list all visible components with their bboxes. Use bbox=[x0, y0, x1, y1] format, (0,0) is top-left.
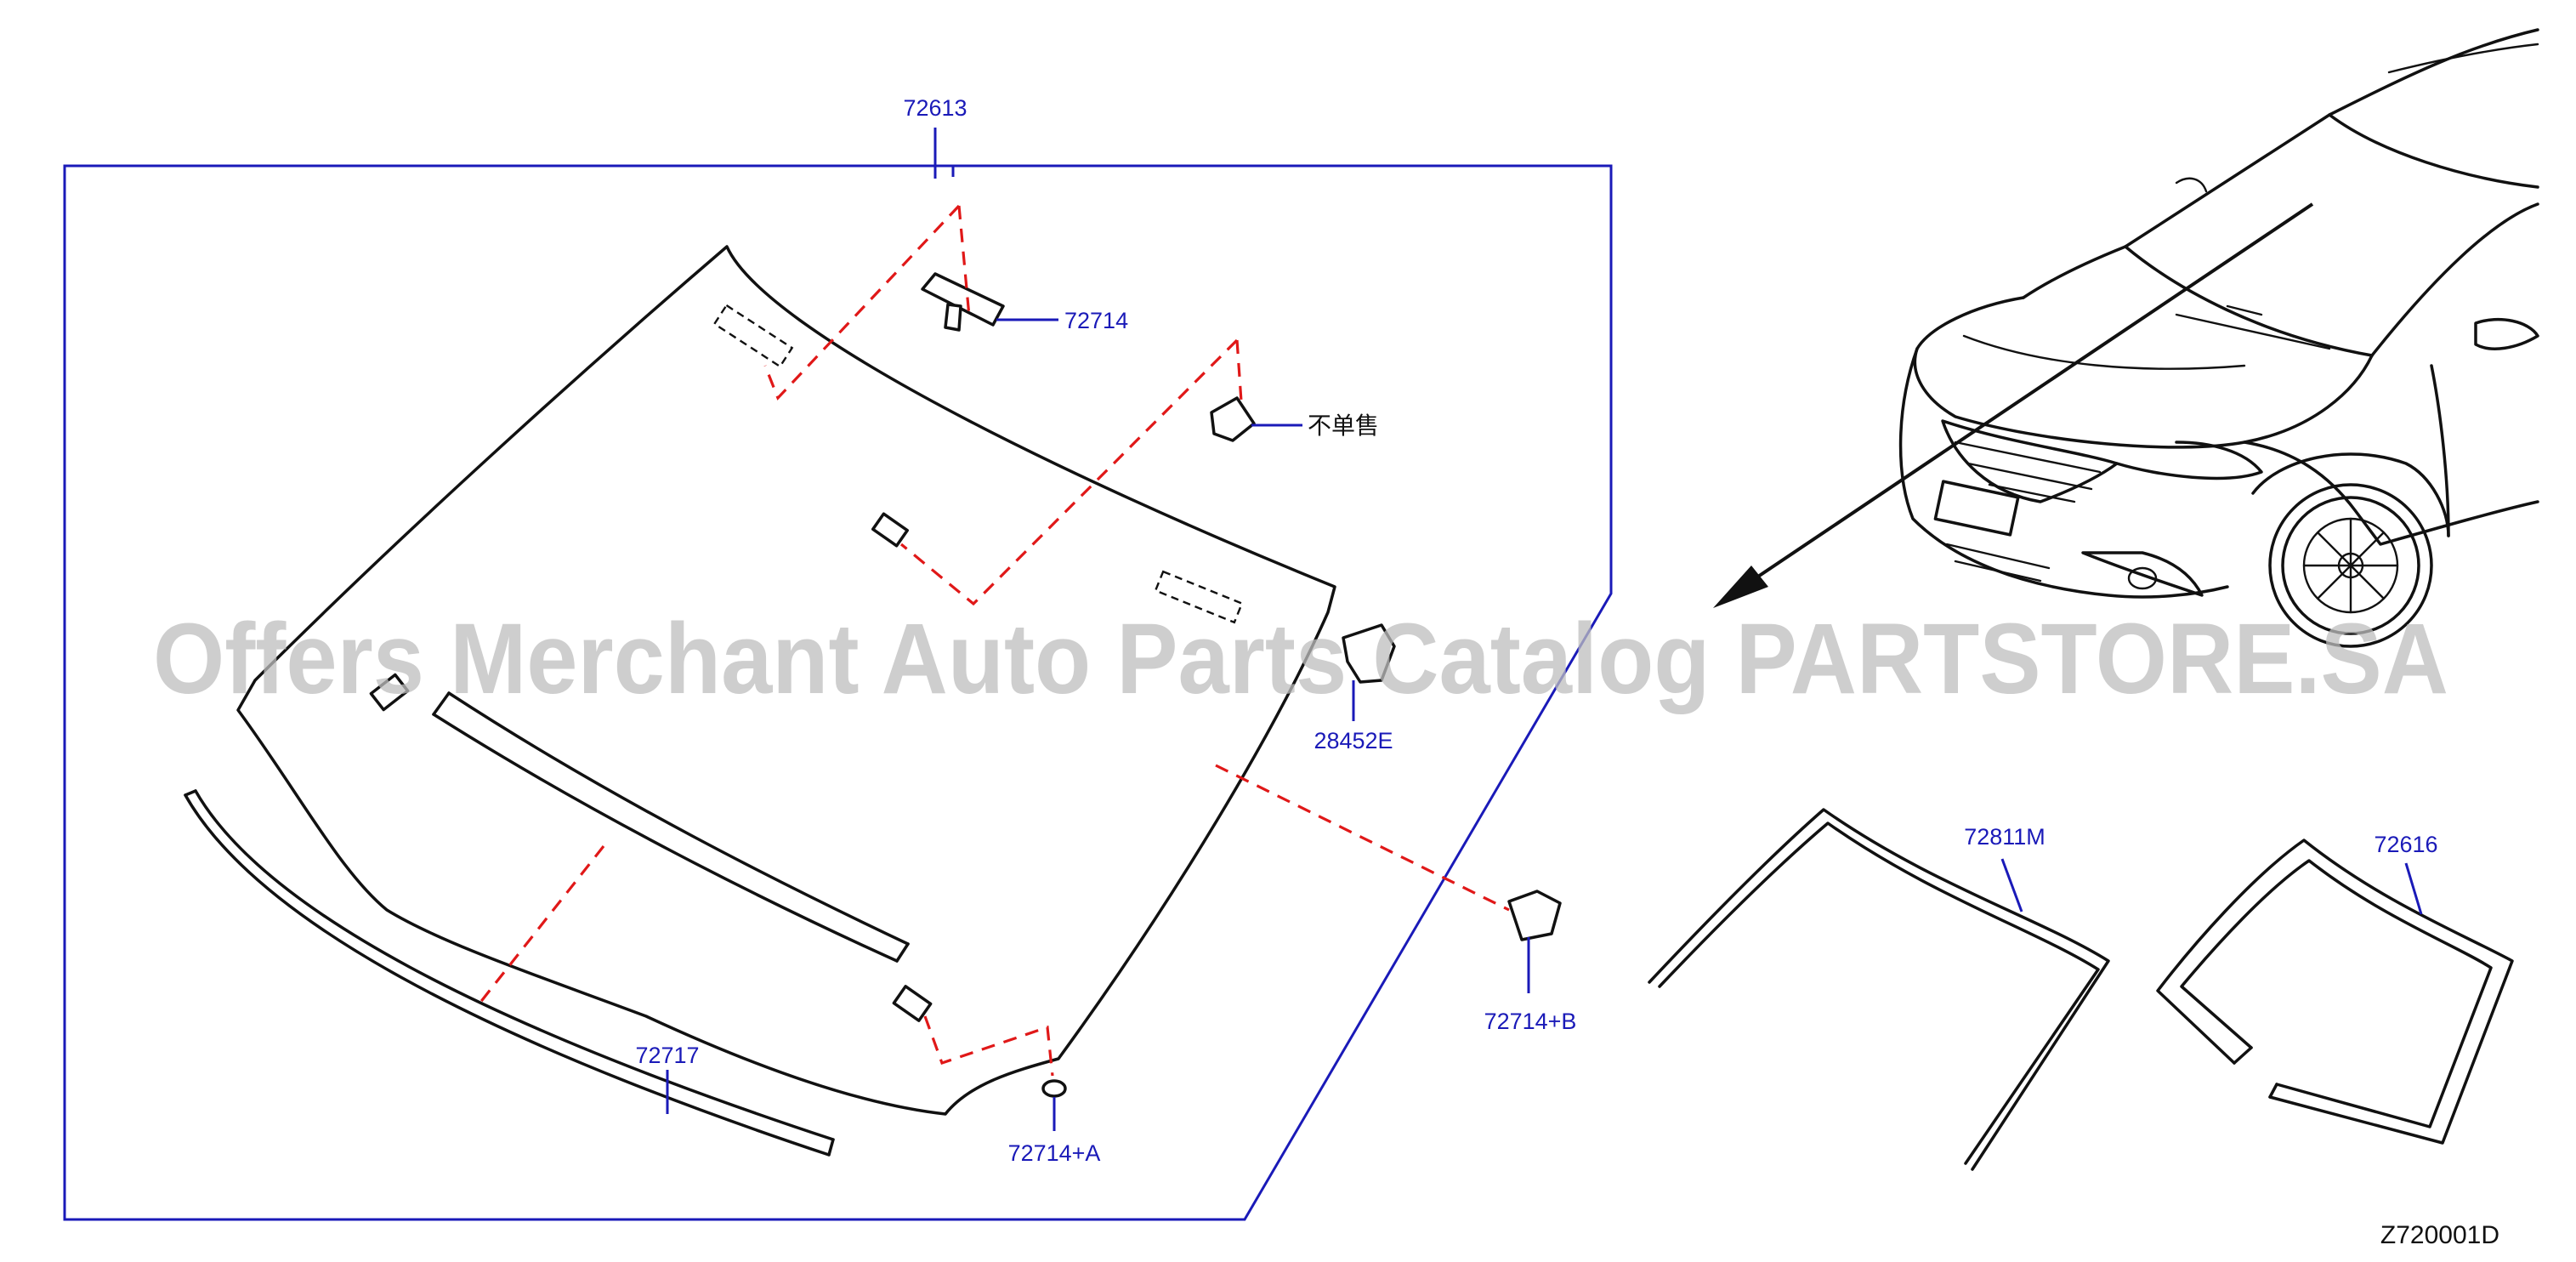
vehicle-illustration bbox=[1898, 28, 2539, 648]
callout-72714[interactable]: 72714 bbox=[1064, 308, 1128, 333]
hidden-mount-area-1 bbox=[712, 304, 794, 368]
watermark-text: Offers Merchant Auto Parts Catalog PARTS… bbox=[153, 603, 2448, 715]
callout-72613[interactable]: 72613 bbox=[903, 95, 967, 121]
callout-labels: 72613 72714 不单售 28452E 72714+B 72714+A 7… bbox=[635, 95, 2437, 1166]
upper-molding bbox=[1648, 808, 2110, 1171]
lower-molding bbox=[184, 789, 835, 1157]
connection-lines bbox=[474, 204, 1510, 1077]
diagram-code: Z720001D bbox=[2380, 1221, 2499, 1249]
arrow-head-icon bbox=[1713, 566, 1768, 608]
spacer-not-sold bbox=[1210, 396, 1302, 442]
front-wheel bbox=[2268, 483, 2433, 648]
fog-light bbox=[2127, 566, 2158, 590]
spacer-a-part bbox=[1041, 1079, 1067, 1131]
callout-not-sold-separately: 不单售 bbox=[1308, 412, 1379, 440]
sensor-pad-upper bbox=[871, 512, 909, 548]
callout-72714-a[interactable]: 72714+A bbox=[1008, 1140, 1101, 1166]
assembly-frame bbox=[63, 128, 1613, 1221]
sensor-pad-left bbox=[369, 673, 410, 712]
sensor-pad-lower bbox=[892, 985, 933, 1022]
reference-arrow bbox=[1713, 202, 2314, 608]
callout-72714-b[interactable]: 72714+B bbox=[1484, 1009, 1577, 1034]
windshield-glass bbox=[236, 245, 1336, 1116]
license-plate bbox=[1933, 480, 2020, 537]
callout-72717[interactable]: 72717 bbox=[635, 1043, 699, 1068]
spacer-b-part bbox=[1507, 890, 1562, 993]
hidden-mount-area-2 bbox=[1154, 570, 1244, 624]
mirror-base-part bbox=[921, 272, 1058, 332]
callout-28452E[interactable]: 28452E bbox=[1314, 728, 1393, 753]
clip-part bbox=[1342, 623, 1396, 721]
callout-72616[interactable]: 72616 bbox=[2374, 832, 2437, 857]
callout-72811M[interactable]: 72811M bbox=[1964, 824, 2045, 850]
dam-rubber bbox=[2156, 838, 2514, 1145]
